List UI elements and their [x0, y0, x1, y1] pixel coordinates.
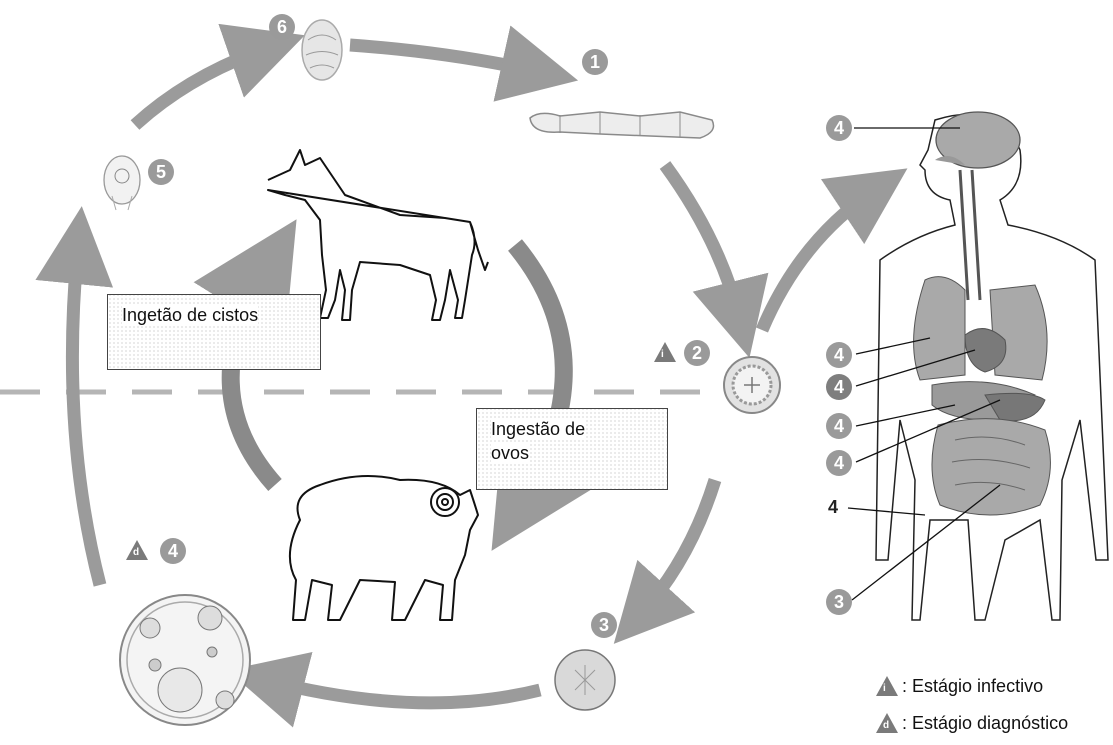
legend-diagnostic-icon: d — [876, 713, 898, 733]
arrow-2-to-3 — [640, 480, 715, 615]
legend-infective-label: : Estágio infectivo — [902, 676, 1043, 697]
legend-infective-icon-letter: i — [883, 683, 886, 694]
arrow-1-to-2 — [665, 165, 740, 320]
egg-ingestion-label-line1: Ingestão de — [491, 419, 585, 439]
diagnostic-stage-icon: d — [126, 540, 148, 560]
arrow-4-to-5 — [72, 245, 100, 585]
stage-1-badge: 1 — [582, 49, 608, 75]
sheep-illustration — [290, 476, 478, 620]
protoscolex-illustration — [104, 156, 140, 210]
human-label-lung: 4 — [826, 342, 852, 368]
egg-ingestion-box: Ingestão de ovos — [476, 408, 668, 490]
legend-infective-icon: i — [876, 676, 898, 696]
egg-ingestion-label-line2: ovos — [491, 443, 529, 463]
human-label-spleen: 4 — [826, 450, 852, 476]
infective-stage-icon: i — [654, 342, 676, 362]
stage-4-badge: 4 — [160, 538, 186, 564]
human-label-intestine: 3 — [826, 589, 852, 615]
human-label-bone: 4 — [820, 494, 846, 520]
scolex-illustration — [302, 20, 342, 80]
human-label-liver: 4 — [826, 413, 852, 439]
human-label-brain: 4 — [826, 115, 852, 141]
legend-diagnostic-label: : Estágio diagnóstico — [902, 713, 1068, 734]
stage-5-badge: 5 — [148, 159, 174, 185]
arrow-3-to-4 — [265, 680, 540, 703]
stage-6-badge: 6 — [269, 14, 295, 40]
stage-2-badge: 2 — [684, 340, 710, 366]
infective-stage-icon-letter: i — [661, 349, 664, 360]
human-label-heart: 4 — [826, 374, 852, 400]
arrow-6-to-1 — [350, 45, 540, 72]
egg-illustration — [724, 357, 780, 413]
legend-diagnostic-icon-letter: d — [883, 720, 889, 731]
adult-worm-illustration — [530, 112, 714, 138]
cyst-ingestion-label: Ingetão de cistos — [122, 305, 258, 325]
diagnostic-stage-icon-letter: d — [133, 547, 139, 558]
human-body-illustration — [876, 112, 1108, 620]
arrow-5-to-6 — [135, 48, 268, 125]
arrow-2-to-human — [762, 190, 875, 330]
cyst-ingestion-box: Ingetão de cistos — [107, 294, 321, 370]
hydatid-cyst-illustration — [120, 595, 250, 725]
stage-3-badge: 3 — [591, 612, 617, 638]
oncosphere-illustration — [555, 650, 615, 710]
